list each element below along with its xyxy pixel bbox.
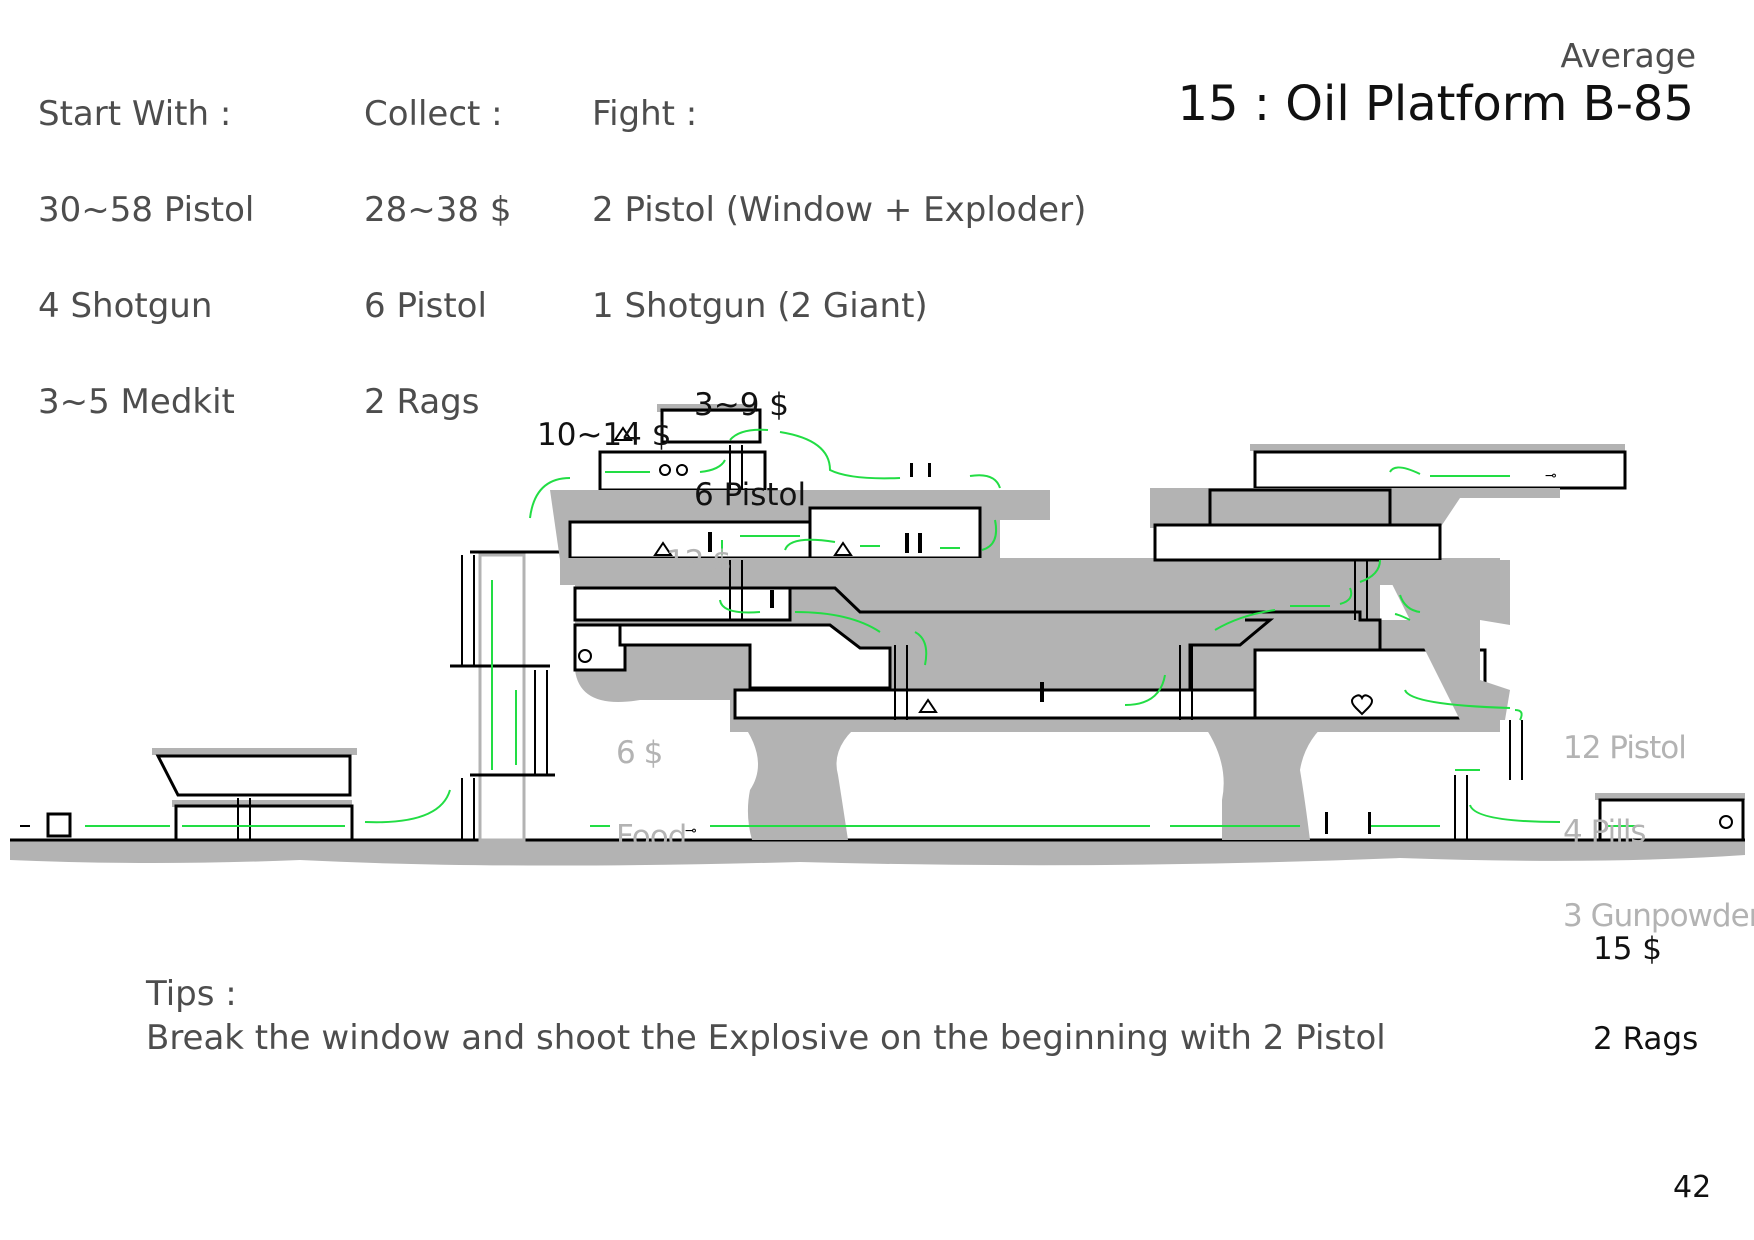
room-food <box>575 625 625 670</box>
key-icon: ⊸ <box>685 823 697 839</box>
loot-label-bottom-right: 15 $ 2 Rags <box>1593 874 1698 1084</box>
loot-label-12: 12 $ <box>666 492 731 604</box>
left-house-lower <box>176 806 352 840</box>
ground-fill <box>10 840 1745 866</box>
under-deck <box>730 718 1500 732</box>
right-top-room <box>1255 452 1625 488</box>
left-house <box>158 756 350 795</box>
right-room-b <box>1155 525 1440 560</box>
tower-frame <box>480 555 524 840</box>
pillar-right <box>1200 720 1330 840</box>
tips-text: Break the window and shoot the Explosive… <box>146 1018 1386 1058</box>
page-number: 42 <box>1673 1170 1711 1205</box>
loot-label-food: 6 $ Food <box>616 683 686 879</box>
tips-title: Tips : <box>146 974 237 1014</box>
loot-label-top-left: 10~14 $ <box>537 360 671 480</box>
left-house-roof <box>152 748 357 755</box>
room-long <box>735 690 1255 718</box>
key-icon: ⊸ <box>1545 468 1557 484</box>
pillar-left <box>740 720 865 840</box>
right-roof <box>1250 444 1625 451</box>
entry-door <box>48 814 70 836</box>
room-enemies <box>810 508 980 558</box>
item-icon <box>677 465 687 475</box>
